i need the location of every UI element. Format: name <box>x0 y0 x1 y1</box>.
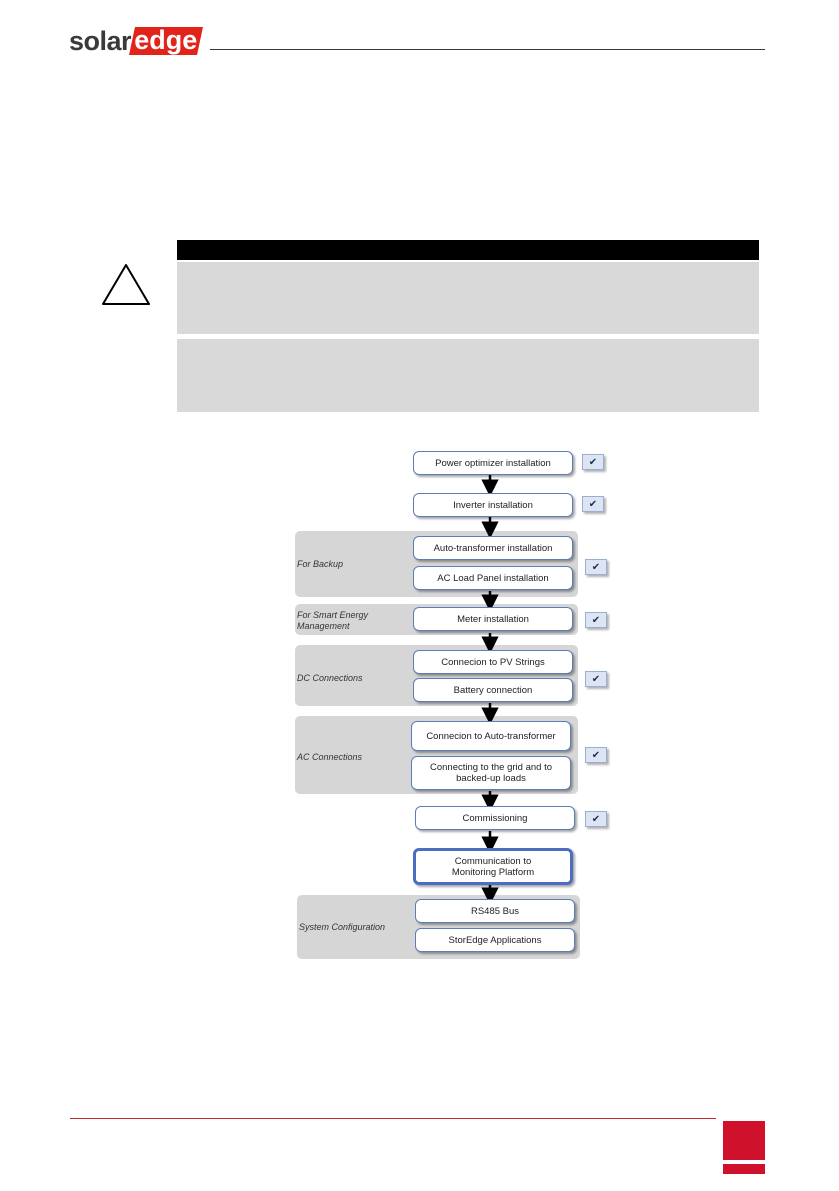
step-battery: Battery connection <box>413 678 573 702</box>
step-grid-backed-up: Connecting to the grid and to backed-up … <box>411 756 571 790</box>
step-ac-load-panel: AC Load Panel installation <box>413 566 573 590</box>
check-icon: ✔ <box>582 496 604 512</box>
step-meter: Meter installation <box>413 607 573 631</box>
group-label-smart-energy: For Smart Energy Management <box>297 610 369 631</box>
warning-box-secondary <box>177 339 759 412</box>
step-storedge-apps: StorEdge Applications <box>415 928 575 952</box>
group-label-backup: For Backup <box>297 559 344 569</box>
page-number-block <box>723 1121 765 1160</box>
logo-solar-text: solar <box>69 26 132 56</box>
check-icon: ✔ <box>585 559 607 575</box>
solaredge-logo: solar edge <box>69 25 204 56</box>
group-label-dc: DC Connections <box>297 673 363 683</box>
step-auto-transformer: Auto-transformer installation <box>413 536 573 560</box>
step-rs485: RS485 Bus <box>415 899 575 923</box>
warning-triangle-icon <box>100 262 152 313</box>
group-label-system-config: System Configuration <box>299 922 386 932</box>
header-rule <box>210 49 765 50</box>
check-icon: ✔ <box>585 671 607 687</box>
step-power-optimizer: Power optimizer installation <box>413 451 573 475</box>
group-label-ac: AC Connections <box>297 752 363 762</box>
footer-rule <box>70 1118 716 1119</box>
footer-accent-block <box>723 1164 765 1174</box>
step-inverter: Inverter installation <box>413 493 573 517</box>
warning-header-bar <box>177 240 759 260</box>
step-commissioning: Commissioning <box>415 806 575 830</box>
step-communication: Communication to Monitoring Platform <box>413 848 573 885</box>
check-icon: ✔ <box>585 747 607 763</box>
check-icon: ✔ <box>585 612 607 628</box>
warning-box <box>177 262 759 334</box>
step-pv-strings: Connecion to PV Strings <box>413 650 573 674</box>
check-icon: ✔ <box>582 454 604 470</box>
step-auto-transformer-connection: Connecion to Auto-transformer <box>411 721 571 751</box>
check-icon: ✔ <box>585 811 607 827</box>
